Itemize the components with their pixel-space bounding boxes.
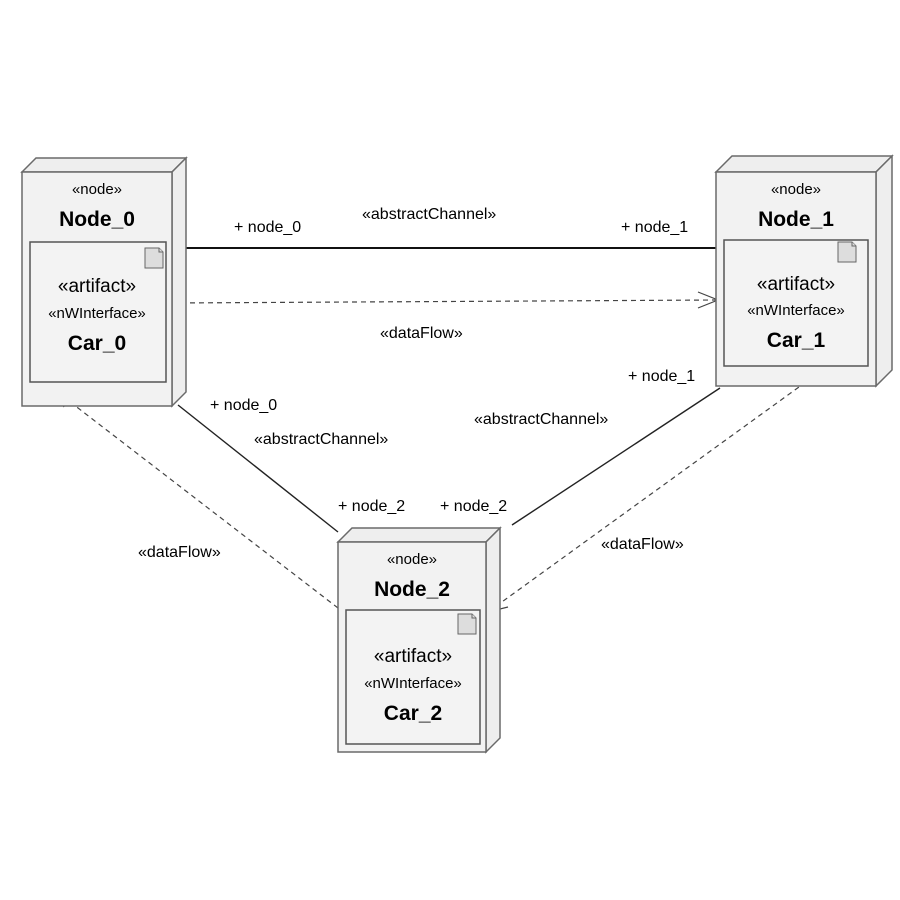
- channel-1-2-stereotype-label: «abstractChannel»: [474, 411, 608, 428]
- node-2-side-face: [485, 526, 501, 754]
- node-2-top-face: [336, 527, 502, 543]
- artifact-car-0-stereotype: «artifact»: [58, 276, 136, 297]
- dataflow-node2-node0-line: [51, 387, 339, 609]
- channel-0-2-end-a-label: + node_0: [210, 397, 277, 414]
- node-0-name: Node_0: [59, 208, 135, 231]
- channel-0-1-end-a-label: + node_0: [234, 219, 301, 236]
- node-1-top-face: [714, 155, 894, 173]
- channel-0-2-stereotype-label: «abstractChannel»: [254, 431, 388, 448]
- artifact-car-1[interactable]: «artifact» «nWInterface» Car_1: [723, 239, 869, 367]
- channel-1-2-end-b-label: + node_2: [440, 498, 507, 515]
- dataflow-node1-node2-line: [487, 365, 829, 613]
- artifact-car-0-box: [29, 241, 167, 383]
- artifact-car-0-interface: «nWInterface»: [48, 305, 146, 322]
- artifact-car-2-stereotype: «artifact»: [374, 646, 452, 667]
- artifact-car-1-name: Car_1: [767, 329, 826, 352]
- artifact-document-icon: [457, 613, 477, 635]
- channel-node1-node2-line: [511, 387, 721, 526]
- node-2[interactable]: «node» Node_2 «artifact» «nWInterface» C…: [336, 526, 502, 754]
- artifact-car-2-interface: «nWInterface»: [364, 675, 462, 692]
- artifact-document-icon: [144, 247, 164, 269]
- artifact-car-0-name: Car_0: [68, 332, 126, 355]
- node-1-name: Node_1: [758, 208, 834, 231]
- channel-0-2-end-b-label: + node_2: [338, 498, 405, 515]
- node-1-side-face: [875, 154, 893, 388]
- artifact-car-2[interactable]: «artifact» «nWInterface» Car_2: [345, 609, 481, 745]
- artifact-car-1-stereotype: «artifact»: [757, 274, 835, 295]
- channel-1-2-end-a-label: + node_1: [628, 368, 695, 385]
- node-2-name: Node_2: [374, 578, 450, 601]
- dataflow-node0-node1-line: [171, 299, 719, 304]
- channel-0-1-end-b-label: + node_1: [621, 219, 688, 236]
- channel-0-1-stereotype-label: «abstractChannel»: [362, 206, 496, 223]
- artifact-car-0[interactable]: «artifact» «nWInterface» Car_0: [29, 241, 167, 383]
- node-0-side-face: [171, 156, 187, 408]
- node-1[interactable]: «node» Node_1 «artifact» «nWInterface» C…: [714, 154, 894, 388]
- flow-2-0-stereotype-label: «dataFlow»: [138, 544, 221, 561]
- artifact-car-1-interface: «nWInterface»: [747, 302, 845, 319]
- channel-node0-node2-line: [177, 404, 339, 533]
- node-0-top-face: [20, 157, 188, 173]
- node-0[interactable]: «node» Node_0 «artifact» «nWInterface» C…: [20, 156, 188, 408]
- artifact-document-icon: [837, 241, 857, 263]
- flow-0-1-stereotype-label: «dataFlow»: [380, 325, 463, 342]
- node-1-stereotype: «node»: [771, 181, 821, 198]
- flow-1-2-stereotype-label: «dataFlow»: [601, 536, 684, 553]
- node-0-stereotype: «node»: [72, 181, 122, 198]
- node-2-stereotype: «node»: [387, 551, 437, 568]
- artifact-car-2-name: Car_2: [384, 702, 442, 725]
